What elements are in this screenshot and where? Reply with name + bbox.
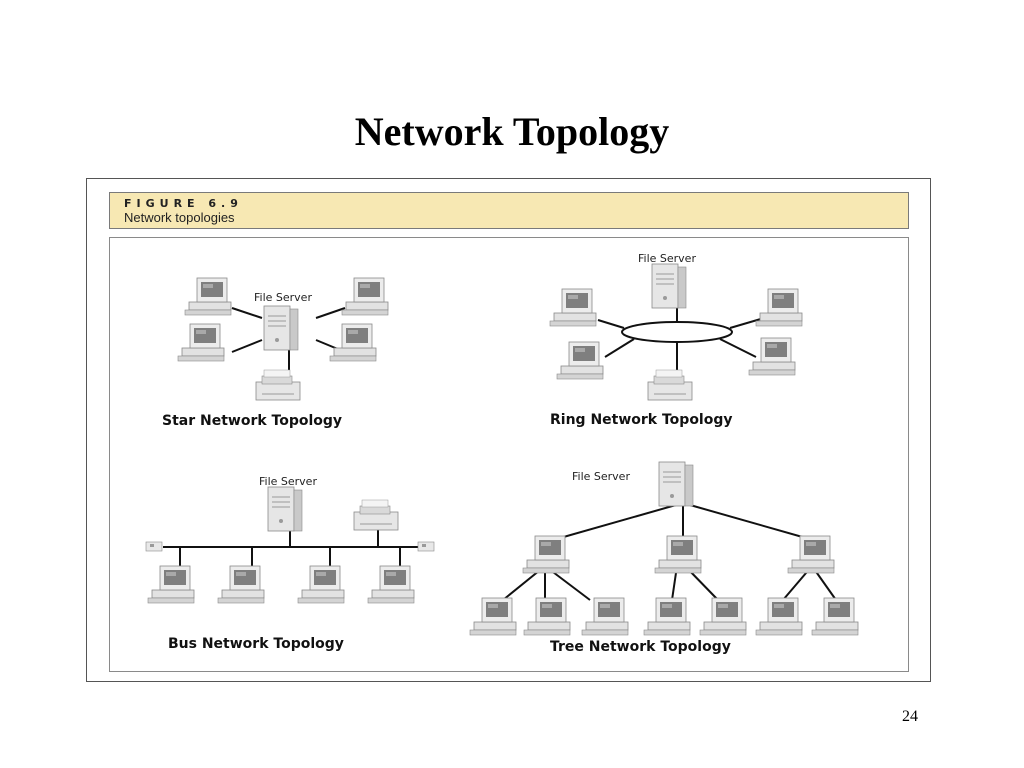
bus-computer-3	[297, 565, 345, 604]
star-file-server	[263, 305, 299, 351]
star-computer-1	[184, 277, 232, 316]
star-printer	[255, 369, 301, 401]
tree-computer-level1-2	[654, 535, 702, 574]
ring-links	[597, 306, 765, 372]
bus-file-server	[267, 486, 303, 532]
tree-links	[502, 502, 837, 601]
ring-file-server-label: File Server	[638, 252, 696, 265]
bus-computer-1	[147, 565, 195, 604]
ring-topology: File Server Ring Network Topology	[549, 252, 803, 428]
bus-computer-4	[367, 565, 415, 604]
bus-topology-label: Bus Network Topology	[168, 636, 344, 652]
figure-caption: Network topologies	[124, 210, 235, 225]
tree-computer-level2-3	[581, 597, 629, 636]
star-topology-label: Star Network Topology	[162, 413, 342, 429]
bus-printer	[353, 499, 399, 531]
tree-topology: File Server Tree Network Topology	[469, 461, 859, 655]
ring-topology-label: Ring Network Topology	[550, 412, 733, 428]
figure-header: FIGURE 6.9 Network topologies	[109, 192, 909, 229]
ring-computer-3	[755, 288, 803, 327]
star-computer-3	[341, 277, 389, 316]
tree-computer-level2-4	[643, 597, 691, 636]
ring-file-server	[651, 263, 687, 309]
bus-topology: File Server Bus Network Topology	[145, 475, 435, 652]
tree-computer-level2-6	[755, 597, 803, 636]
tree-topology-label: Tree Network Topology	[550, 639, 731, 655]
tree-computer-level2-5	[699, 597, 747, 636]
tree-computer-level1-1	[522, 535, 570, 574]
figure-label: FIGURE 6.9	[124, 197, 243, 210]
ring-computer-2	[556, 341, 604, 380]
ring-printer	[647, 369, 693, 401]
ring-computer-1	[549, 288, 597, 327]
tree-computer-level2-2	[523, 597, 571, 636]
tree-computer-level2-7	[811, 597, 859, 636]
bus-terminator-right	[417, 541, 435, 552]
page-number: 24	[902, 708, 918, 725]
bus-file-server-label: File Server	[259, 475, 317, 488]
star-file-server-label: File Server	[254, 291, 312, 304]
star-topology: File Server Star Network Topology	[162, 277, 389, 429]
star-computer-2	[177, 323, 225, 362]
tree-computer-level2-1	[469, 597, 517, 636]
bus-computer-2	[217, 565, 265, 604]
ring-loop	[621, 321, 733, 343]
bus-links	[179, 528, 401, 566]
tree-computer-level1-3	[787, 535, 835, 574]
slide-title: Network Topology	[354, 109, 670, 154]
bus-terminator-left	[145, 541, 163, 552]
star-computer-4	[329, 323, 377, 362]
tree-file-server-label: File Server	[572, 470, 630, 483]
tree-file-server	[658, 461, 694, 507]
